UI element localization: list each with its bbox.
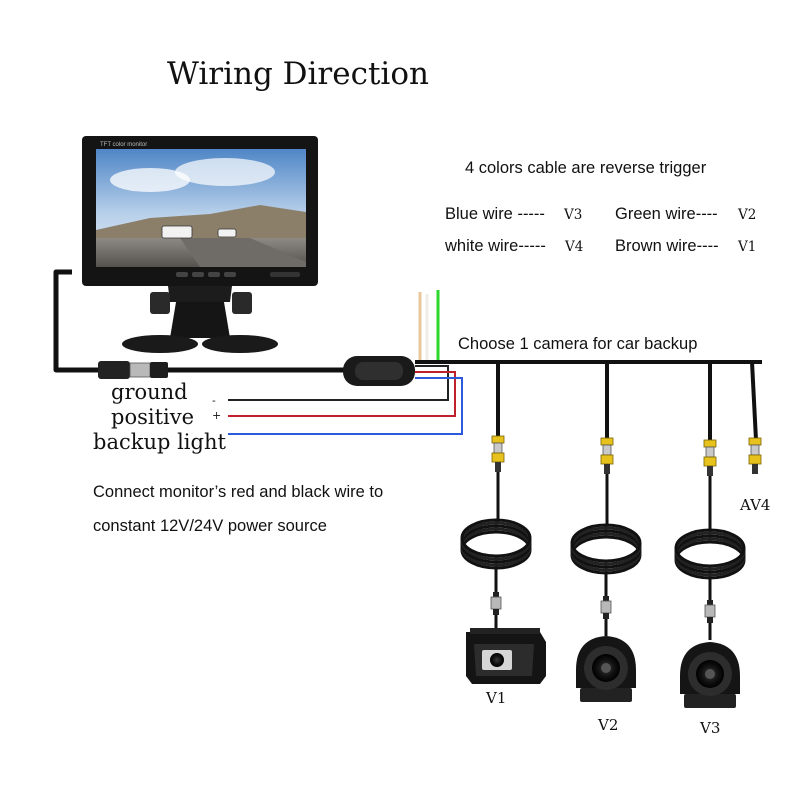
rca-connector [600,437,614,475]
rca-connector [491,435,505,473]
negative-sign: - [212,394,216,407]
camera-v1-label: V1 [485,689,506,707]
extension-cable-coil [460,518,532,570]
legend-white-wire: white wire----- [444,237,546,255]
positive-sign: + [212,409,221,422]
monitor-button [192,272,204,277]
backup-light-wire [228,377,463,435]
rca-connector [703,439,717,477]
monitor-button [208,272,220,277]
camera-v3 [680,642,740,708]
aviation-connector [600,595,612,620]
ground-label: ground [111,380,188,404]
camera-v1 [466,628,546,684]
aviation-connector [490,591,502,616]
aviation-connector [704,599,716,624]
cable-av4 [740,360,758,441]
trigger-note: 4 colors cable are reverse trigger [465,159,707,177]
monitor-cable [53,269,100,373]
power-note-line1: Connect monitor’s red and black wire to [93,483,383,501]
legend-blue-wire: Blue wire ----- [445,205,545,223]
backup-note: Choose 1 camera for car backup [458,335,697,353]
legend-brown-wire: Brown wire---- [615,237,719,255]
extension-cable-coil [674,528,746,580]
backup-light-label: backup light [93,430,226,454]
legend-white-channel: V4 [564,239,583,255]
legend-blue-channel: V3 [563,207,582,223]
ground-wire [228,365,449,401]
monitor-button [224,272,236,277]
monitor: TFT color monitor [82,136,318,353]
monitor-button [176,272,188,277]
extension-cable-coil [570,523,642,575]
camera-v2 [576,636,636,702]
rca-connector [748,437,762,475]
legend-green-channel: V2 [737,207,756,223]
positive-wire [228,371,456,417]
positive-label: positive [111,405,194,429]
camera-v2-label: V2 [597,716,618,734]
camera-v3-label: V3 [699,719,720,737]
page-title: Wiring Direction [167,56,429,92]
legend-brown-channel: V1 [737,239,756,255]
power-note-line2: constant 12V/24V power source [93,517,327,535]
monitor-plug [98,361,168,379]
monitor-caption: TFT color monitor [100,142,147,148]
junction-box [343,356,415,386]
legend-green-wire: Green wire---- [615,205,718,223]
av4-label: AV4 [739,496,770,514]
